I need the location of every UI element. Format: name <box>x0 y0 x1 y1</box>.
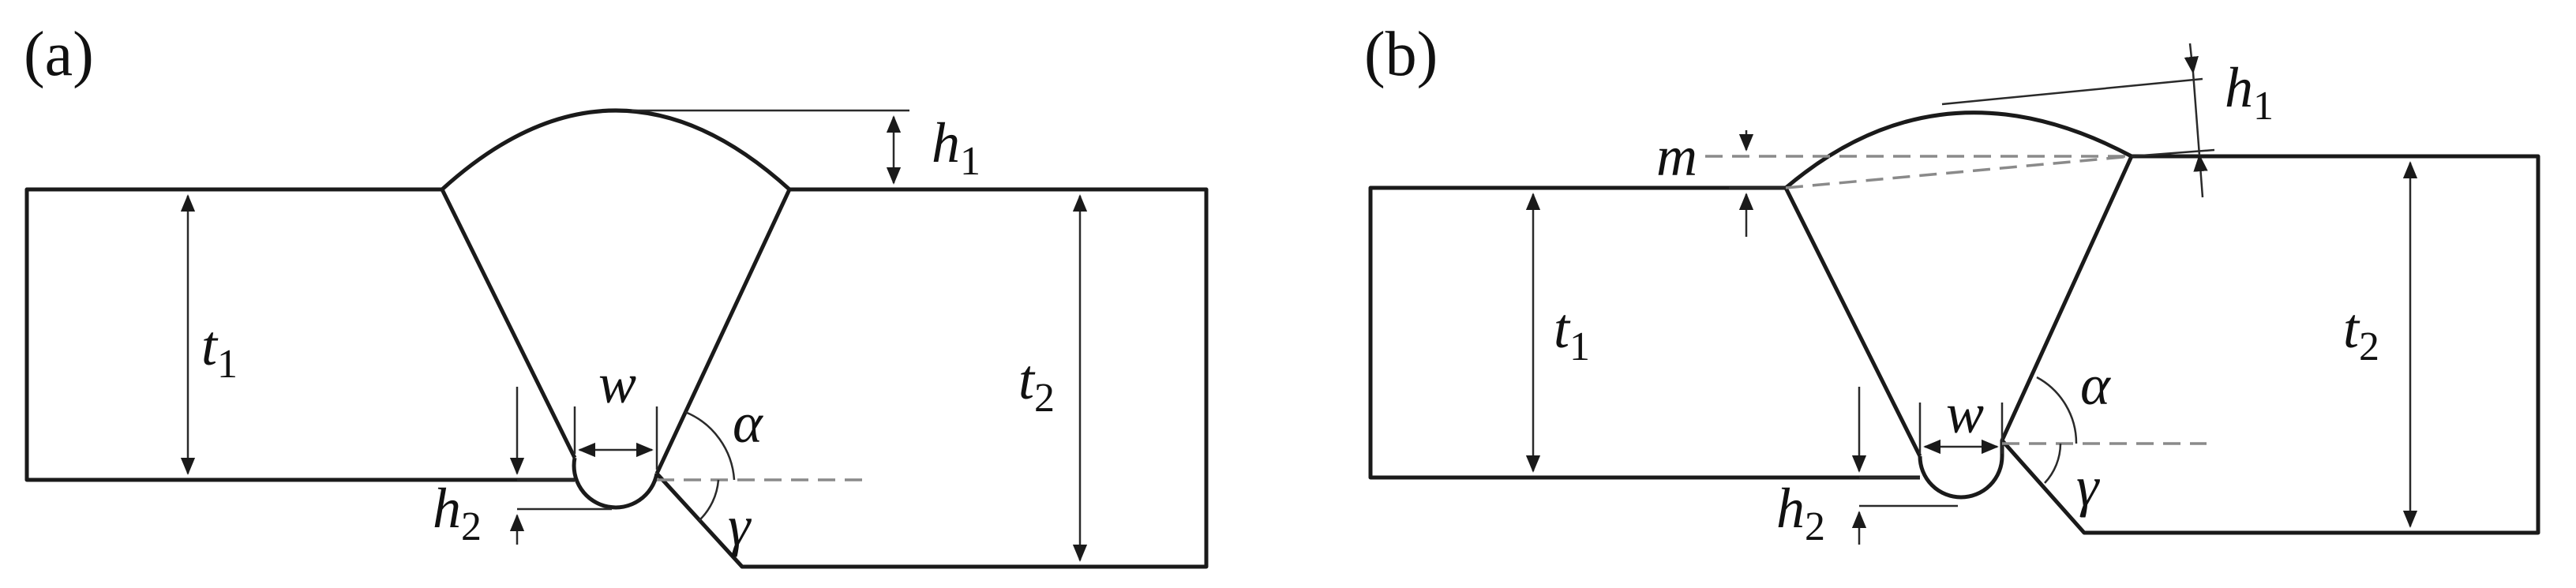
panel-a-root-bead <box>572 457 659 510</box>
panel-b-root-bead <box>1918 455 2004 500</box>
panel-b-right-plate <box>2000 154 2540 535</box>
panel-b-h1-arrow-top <box>2184 43 2199 74</box>
panel-b-label: (b) <box>1364 20 1438 89</box>
panel-b-weld-cap <box>1784 110 2133 189</box>
panel-b-groove-left-wall <box>1783 186 1922 458</box>
panel-b-alpha-arc <box>2036 376 2078 444</box>
panel-a-t2-label: t2 <box>1018 348 1055 421</box>
panel-a-left-plate <box>24 187 575 482</box>
panel-a: (a) t1 t2 h1 w h2 <box>24 20 1209 569</box>
panel-b: (b) m h1 t1 t2 <box>1364 20 2540 549</box>
panel-a-groove-left-wall <box>440 188 577 459</box>
panel-a-weld-cap <box>441 108 791 191</box>
panel-a-h2-label: h2 <box>433 477 482 549</box>
panel-b-h1-extension-top <box>1941 77 2203 106</box>
panel-b-h1-dimension <box>2192 72 2201 156</box>
panel-a-w-label: w <box>598 352 636 415</box>
panel-b-t2-label: t2 <box>2343 297 2379 369</box>
panel-b-misalignment-dash <box>1785 155 2132 189</box>
panel-a-label: (a) <box>24 20 94 89</box>
panel-b-groove-right-wall <box>2000 155 2134 456</box>
panel-b-gamma-arc <box>2044 443 2062 484</box>
panel-b-h1-extension-bottom <box>2131 148 2215 158</box>
panel-a-t1-label: t1 <box>201 314 238 387</box>
panel-b-h1-label: h1 <box>2225 56 2274 129</box>
panel-a-alpha-arc <box>684 410 736 481</box>
panel-b-left-plate <box>1368 185 1920 480</box>
panel-a-groove-right-wall <box>654 188 792 475</box>
panel-b-w-label: w <box>1946 382 1984 445</box>
panel-a-gamma-label: γ <box>728 494 752 557</box>
panel-a-alpha-label: α <box>733 391 763 455</box>
panel-a-gamma-arc <box>698 479 720 522</box>
panel-b-h1-arrow-bottom <box>2193 154 2208 198</box>
panel-a-right-plate <box>655 187 1209 569</box>
panel-b-h2-label: h2 <box>1776 477 1825 549</box>
panel-b-gamma-label: γ <box>2076 455 2100 518</box>
panel-b-t1-label: t1 <box>1554 297 1590 369</box>
panel-b-alpha-label: α <box>2080 354 2111 417</box>
panel-a-h1-label: h1 <box>932 111 981 184</box>
panel-b-m-label: m <box>1656 125 1697 188</box>
